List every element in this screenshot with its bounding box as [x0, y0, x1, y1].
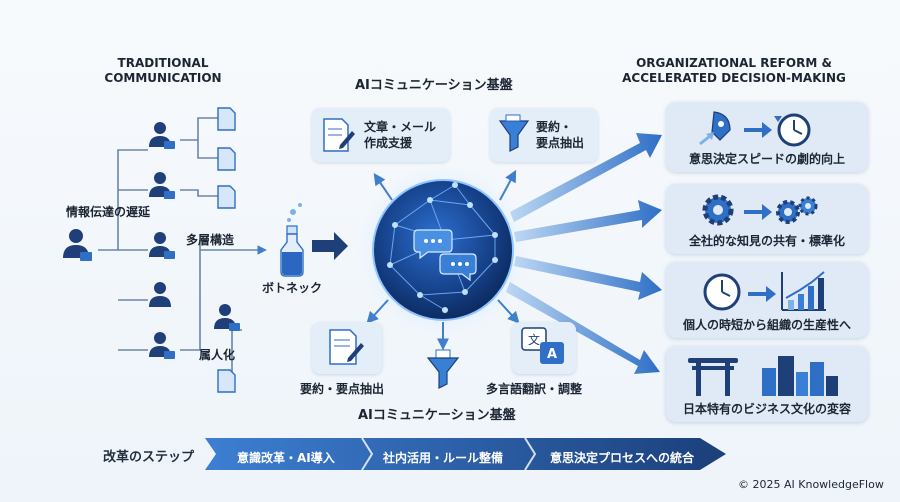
- feature-writing-line2: 作成支援: [364, 135, 413, 150]
- output-arrows: [506, 133, 662, 374]
- gear-icon: [702, 194, 734, 226]
- steps-arrow: [205, 437, 726, 471]
- person-icon: [149, 282, 171, 307]
- gears-icon: [776, 196, 818, 224]
- outcome-productivity-label: 個人の時短から組織の生産性へ: [682, 318, 851, 332]
- city-buildings-icon: [762, 356, 838, 396]
- document-icon: [217, 147, 236, 171]
- step-3: 意思決定プロセスへの統合: [550, 451, 695, 465]
- svg-text:文: 文: [528, 332, 540, 347]
- left-heading-line2: COMMUNICATION: [104, 71, 222, 85]
- translate-icon: 文 A: [521, 327, 564, 364]
- right-arrow-icon: [312, 232, 348, 260]
- feature-card-summary-top: 要約・ 要点抽出: [490, 108, 598, 162]
- feature-summary-line2: 要点抽出: [536, 135, 585, 150]
- person-icon: [149, 172, 175, 199]
- left-heading-line1: TRADITIONAL: [117, 56, 209, 70]
- org-tree-lines: [98, 117, 267, 381]
- rocket-icon: [699, 111, 731, 146]
- outcome-card-knowledge: 全社的な知見の共有・標準化: [666, 184, 868, 254]
- torii-gate-icon: [688, 358, 738, 396]
- right-heading-line2: ACCELERATED DECISION-MAKING: [622, 71, 846, 85]
- arrow-icon: [748, 286, 776, 302]
- document-icon: [217, 107, 236, 131]
- outcome-card-culture: 日本特有のビジネス文化の変容: [666, 346, 868, 422]
- bottle-icon: [280, 203, 304, 277]
- person-icon: [149, 332, 175, 359]
- person-icon: [149, 232, 175, 259]
- sphere-connector-arrows: [366, 169, 520, 351]
- culture-icons: [688, 356, 838, 396]
- step-1: 意識改革・AI導入: [237, 451, 335, 465]
- feature-writing-line1: 文章・メール: [364, 120, 437, 134]
- clock-refresh-icon: [774, 113, 811, 147]
- feature-summary-bottom-label: 要約・要点抽出: [300, 382, 385, 396]
- clock-icon: [703, 273, 741, 311]
- center-title-top: AIコミュニケーション基盤: [355, 78, 513, 93]
- outcome-card-productivity: 個人の時短から組織の生産性へ: [666, 262, 868, 338]
- funnel-icon: [498, 114, 530, 152]
- feature-card-summary-bottom: [312, 322, 382, 374]
- right-heading-line1: ORGANIZATIONAL REFORM &: [636, 56, 832, 70]
- feature-card-translation: 文 A: [512, 322, 576, 374]
- chat-bubble-icon: [439, 253, 477, 282]
- outcome-knowledge-label: 全社的な知見の共有・標準化: [688, 234, 845, 248]
- copyright: © 2025 AI KnowledgeFlow: [738, 478, 884, 491]
- person-icon: [63, 229, 92, 261]
- label-delay: 情報伝達の遅延: [66, 205, 151, 219]
- label-personal: 属人化: [199, 348, 236, 362]
- knowledge-icons: [702, 194, 818, 226]
- svg-text:A: A: [547, 347, 557, 362]
- arrow-icon: [744, 204, 772, 220]
- document-icon: [217, 185, 236, 209]
- outcome-culture-label: 日本特有のビジネス文化の変容: [682, 402, 851, 416]
- outcome-card-speed: 意思決定スピードの劇的向上: [666, 102, 868, 172]
- document-pen-icon: [323, 118, 355, 152]
- arrow-icon: [744, 122, 772, 138]
- person-icon: [149, 122, 175, 149]
- growth-chart-icon: [781, 271, 826, 311]
- steps-label: 改革のステップ: [103, 450, 195, 465]
- document-icon: [217, 369, 236, 393]
- center-title-bottom: AIコミュニケーション基盤: [358, 408, 516, 423]
- feature-summary-line1: 要約・: [536, 120, 573, 134]
- feature-card-writing: 文章・メール 作成支援: [312, 108, 450, 162]
- document-pen-icon: [329, 329, 364, 365]
- funnel-icon: [426, 349, 460, 389]
- productivity-icons: [703, 271, 826, 311]
- label-bottleneck: ボトネック: [262, 281, 323, 295]
- chat-bubble-icon: [413, 229, 453, 260]
- left-heading: TRADITIONAL COMMUNICATION: [88, 56, 238, 86]
- step-2: 社内活用・ルール整備: [383, 451, 504, 465]
- feature-translation-label: 多言語翻訳・調整: [486, 382, 583, 396]
- right-heading: ORGANIZATIONAL REFORM & ACCELERATED DECI…: [606, 56, 862, 86]
- label-layers: 多層構造: [186, 233, 235, 247]
- person-icon: [214, 304, 240, 331]
- speed-icons: [699, 111, 811, 147]
- outcome-speed-label: 意思決定スピードの劇的向上: [688, 152, 845, 166]
